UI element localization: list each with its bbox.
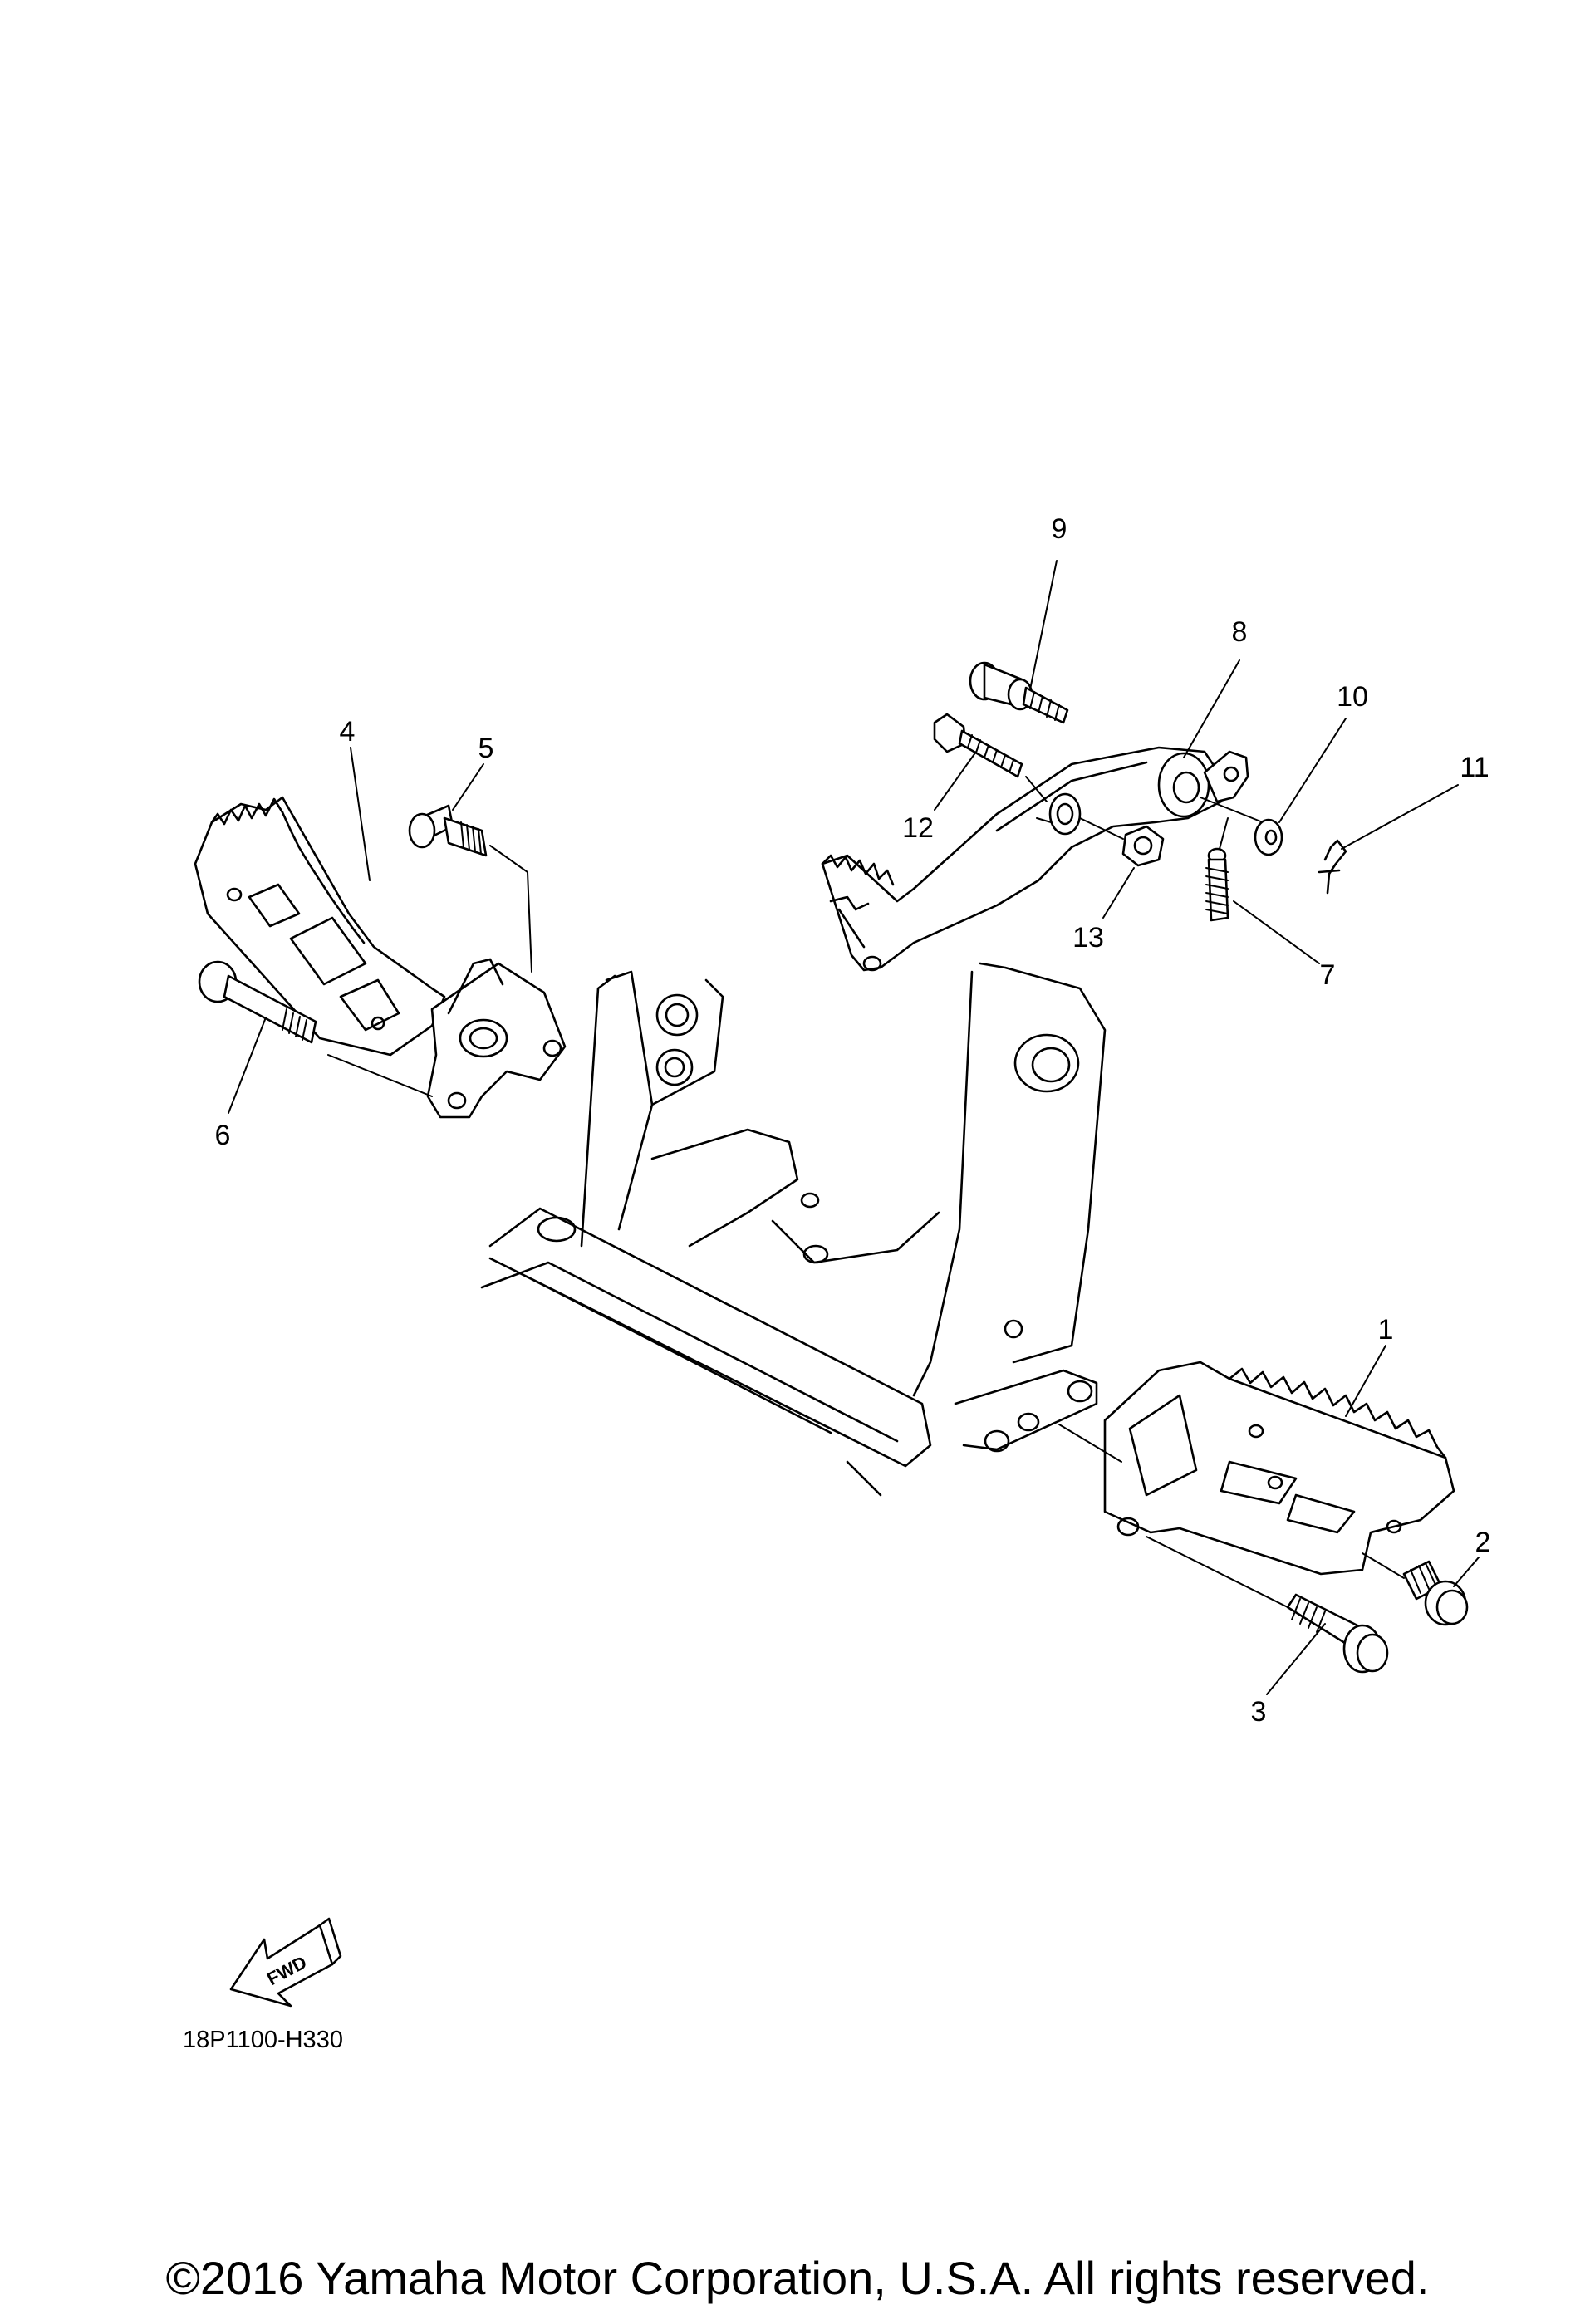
leader-lines (228, 560, 1480, 1695)
part-label-4: 4 (340, 716, 356, 748)
spring-7-drawing (1205, 817, 1229, 922)
frame-drawing (480, 962, 1107, 1497)
right-footrest-drawing (1058, 1361, 1455, 1612)
left-footrest-drawing (194, 796, 567, 1119)
part-label-11: 11 (1460, 752, 1489, 783)
bolt-6-drawing (198, 960, 433, 1097)
part-label-3: 3 (1251, 1696, 1267, 1728)
part-label-2: 2 (1475, 1527, 1491, 1558)
part-label-10: 10 (1337, 681, 1368, 713)
bolt-5-drawing (408, 804, 532, 973)
bolt-2-drawing (1402, 1560, 1469, 1626)
diagram-code: 18P1100-H330 (183, 2027, 343, 2053)
nut-13-drawing (1079, 817, 1165, 867)
part-label-5: 5 (478, 733, 494, 764)
part-label-7: 7 (1320, 959, 1336, 991)
part-label-6: 6 (215, 1120, 231, 1151)
clip-11-drawing (1318, 839, 1347, 895)
part-label-9: 9 (1052, 513, 1067, 545)
part-label-12: 12 (902, 812, 934, 844)
bolt-3-drawing (1286, 1593, 1389, 1674)
washer-10-drawing (1254, 818, 1283, 856)
part-label-8: 8 (1232, 616, 1248, 648)
bolt-12-drawing (933, 713, 1048, 802)
part-label-1: 1 (1378, 1314, 1394, 1346)
brake-pedal-drawing (821, 746, 1264, 972)
part-label-13: 13 (1072, 922, 1104, 954)
bolt-9-drawing (969, 661, 1069, 724)
fwd-arrow-icon: FWD (229, 1917, 342, 2008)
copyright-notice: ©2016 Yamaha Motor Corporation, U.S.A. A… (165, 2252, 1430, 2304)
